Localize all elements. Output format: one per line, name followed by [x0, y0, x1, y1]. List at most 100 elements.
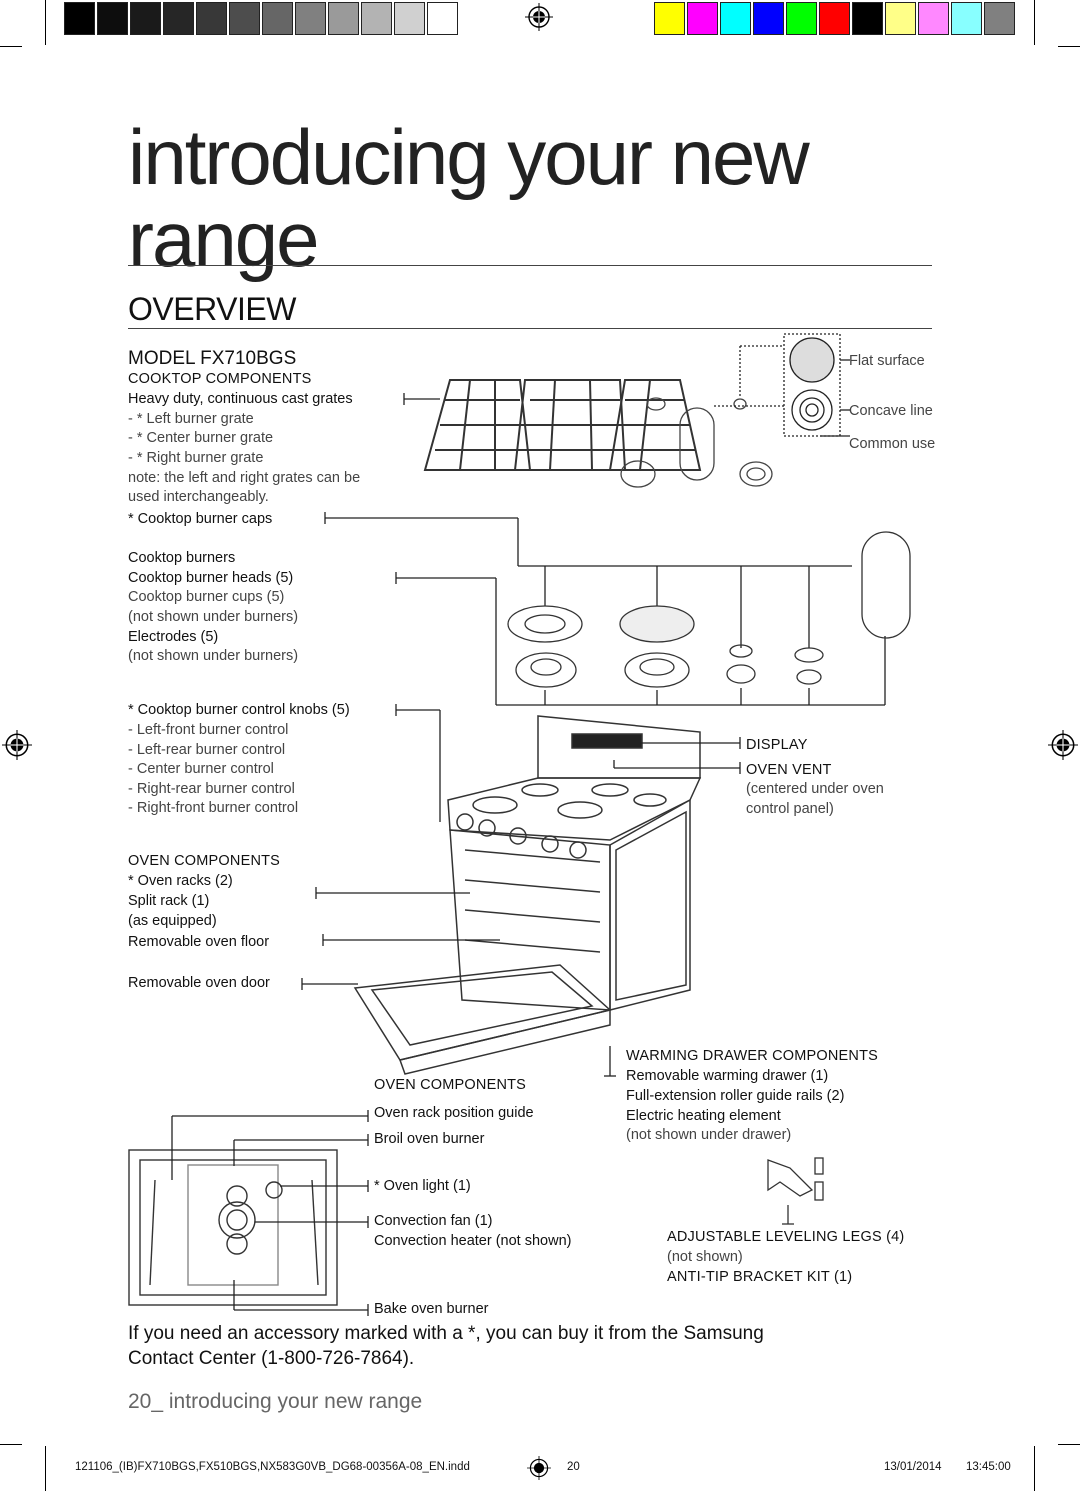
color-swatch	[687, 2, 718, 35]
color-swatch	[163, 2, 194, 35]
split-rack-label: Split rack (1)	[128, 893, 210, 909]
oven-components-heading: OVEN COMPONENTS	[128, 853, 281, 869]
oven-vent-note-1: (centered under oven	[746, 781, 884, 797]
model-heading: MODEL FX710BGS	[128, 348, 297, 369]
color-swatch	[295, 2, 326, 35]
burner-caps-label: * Cooktop burner caps	[128, 511, 273, 527]
leader-caps	[324, 512, 852, 648]
color-swatch	[852, 2, 883, 35]
concave-line-label: Concave line	[849, 403, 933, 419]
color-swatch	[394, 2, 425, 35]
accessory-note-line-2: Contact Center (1-800-726-7864).	[128, 1348, 415, 1369]
knob-right-rear: - Right-rear burner control	[128, 781, 295, 797]
color-swatch	[819, 2, 850, 35]
broil-burner-label: Broil oven burner	[374, 1131, 485, 1147]
burner-cups-label: Cooktop burner cups (5)	[128, 589, 285, 605]
oven-interior-icon	[128, 1149, 338, 1306]
color-bar	[654, 0, 1018, 36]
leveling-legs-note: (not shown)	[667, 1249, 743, 1265]
leader-oven-interior	[171, 1110, 369, 1316]
title-rule	[128, 265, 932, 266]
oven-interior-heading: OVEN COMPONENTS	[374, 1077, 527, 1093]
knob-center: - Center burner control	[128, 761, 274, 777]
registration-mark-icon	[2, 730, 32, 760]
color-swatch	[753, 2, 784, 35]
cast-grates-icon	[423, 379, 702, 471]
footer-section: introducing your new range	[168, 1390, 423, 1413]
color-swatch	[720, 2, 751, 35]
cooktop-burners-heading: Cooktop burners	[128, 550, 236, 566]
crop-mark	[1058, 1444, 1080, 1445]
range-body-icon	[353, 715, 702, 1075]
oven-light-label: * Oven light (1)	[374, 1178, 471, 1194]
color-swatch	[918, 2, 949, 35]
section-rule	[128, 328, 932, 329]
leveling-legs-icon	[767, 1157, 824, 1225]
color-swatch	[654, 2, 685, 35]
color-swatch	[97, 2, 128, 35]
cap-types-box	[714, 333, 850, 437]
cooktop-components-heading: COOKTOP COMPONENTS	[128, 371, 312, 387]
convection-heater-label: Convection heater (not shown)	[374, 1233, 572, 1249]
convection-fan-label: Convection fan (1)	[374, 1213, 493, 1229]
registration-mark-icon	[527, 1456, 551, 1480]
leader-oven	[301, 887, 616, 1077]
color-swatch	[885, 2, 916, 35]
grate-note-line-2: used interchangeably.	[128, 489, 269, 505]
oven-floor-label: Removable oven floor	[128, 934, 270, 950]
crop-mark	[1034, 1446, 1035, 1491]
electrodes-label: Electrodes (5)	[128, 629, 219, 645]
color-swatch	[951, 2, 982, 35]
color-swatch	[229, 2, 260, 35]
slug-date: 13/01/2014	[884, 1461, 942, 1473]
heating-element-item: Electric heating element	[626, 1108, 781, 1124]
leader-knobs	[395, 704, 441, 822]
control-knobs-label: * Cooktop burner control knobs (5)	[128, 702, 350, 718]
oven-vent-label: OVEN VENT	[746, 762, 832, 778]
oven-racks-label: * Oven racks (2)	[128, 873, 233, 889]
burner-cups-note: (not shown under burners)	[128, 609, 299, 625]
grates-title: Heavy duty, continuous cast grates	[128, 391, 353, 407]
page-footer: 20_ introducing your new range	[128, 1390, 422, 1414]
electrodes-note: (not shown under burners)	[128, 648, 299, 664]
common-use-label: Common use	[849, 436, 936, 452]
registration-mark-icon	[525, 3, 553, 31]
flat-surface-label: Flat surface	[849, 353, 925, 369]
bake-burner-label: Bake oven burner	[374, 1301, 489, 1317]
color-swatch	[64, 2, 95, 35]
leveling-legs-label: ADJUSTABLE LEVELING LEGS (4)	[667, 1229, 905, 1245]
display-label: DISPLAY	[746, 737, 808, 753]
as-equipped-label: (as equipped)	[128, 913, 217, 929]
crop-mark	[0, 46, 22, 47]
color-swatch	[786, 2, 817, 35]
oven-vent-note-2: control panel)	[746, 801, 834, 817]
knob-left-front: - Left-front burner control	[128, 722, 289, 738]
page-title-line-1: introducing your new	[128, 113, 810, 201]
leader-grates	[403, 393, 440, 405]
oven-door-label: Removable oven door	[128, 975, 270, 991]
center-grate-label: - * Center burner grate	[128, 430, 274, 446]
guide-rails-item: Full-extension roller guide rails (2)	[626, 1088, 845, 1104]
knob-left-rear: - Left-rear burner control	[128, 742, 286, 758]
color-swatch	[361, 2, 392, 35]
color-swatch	[984, 2, 1015, 35]
leader-burner-heads	[395, 572, 886, 706]
left-grate-label: - * Left burner grate	[128, 411, 254, 427]
accessory-note-line-1: If you need an accessory marked with a *…	[128, 1323, 764, 1344]
grayscale-bar	[64, 0, 458, 36]
color-swatch	[328, 2, 359, 35]
registration-mark-icon	[1048, 730, 1078, 760]
color-swatch	[196, 2, 227, 35]
slug-time: 13:45:00	[966, 1461, 1011, 1473]
knob-right-front: - Right-front burner control	[128, 800, 299, 816]
burner-caps-icon	[620, 397, 773, 488]
page-number: 20_	[128, 1390, 164, 1413]
slug-page: 20	[567, 1461, 580, 1473]
section-heading: OVERVIEW	[128, 291, 296, 327]
leader-display	[613, 737, 741, 774]
crop-mark	[1058, 46, 1080, 47]
color-swatch	[130, 2, 161, 35]
right-grate-label: - * Right burner grate	[128, 450, 264, 466]
burner-heads-label: Cooktop burner heads (5)	[128, 570, 294, 586]
